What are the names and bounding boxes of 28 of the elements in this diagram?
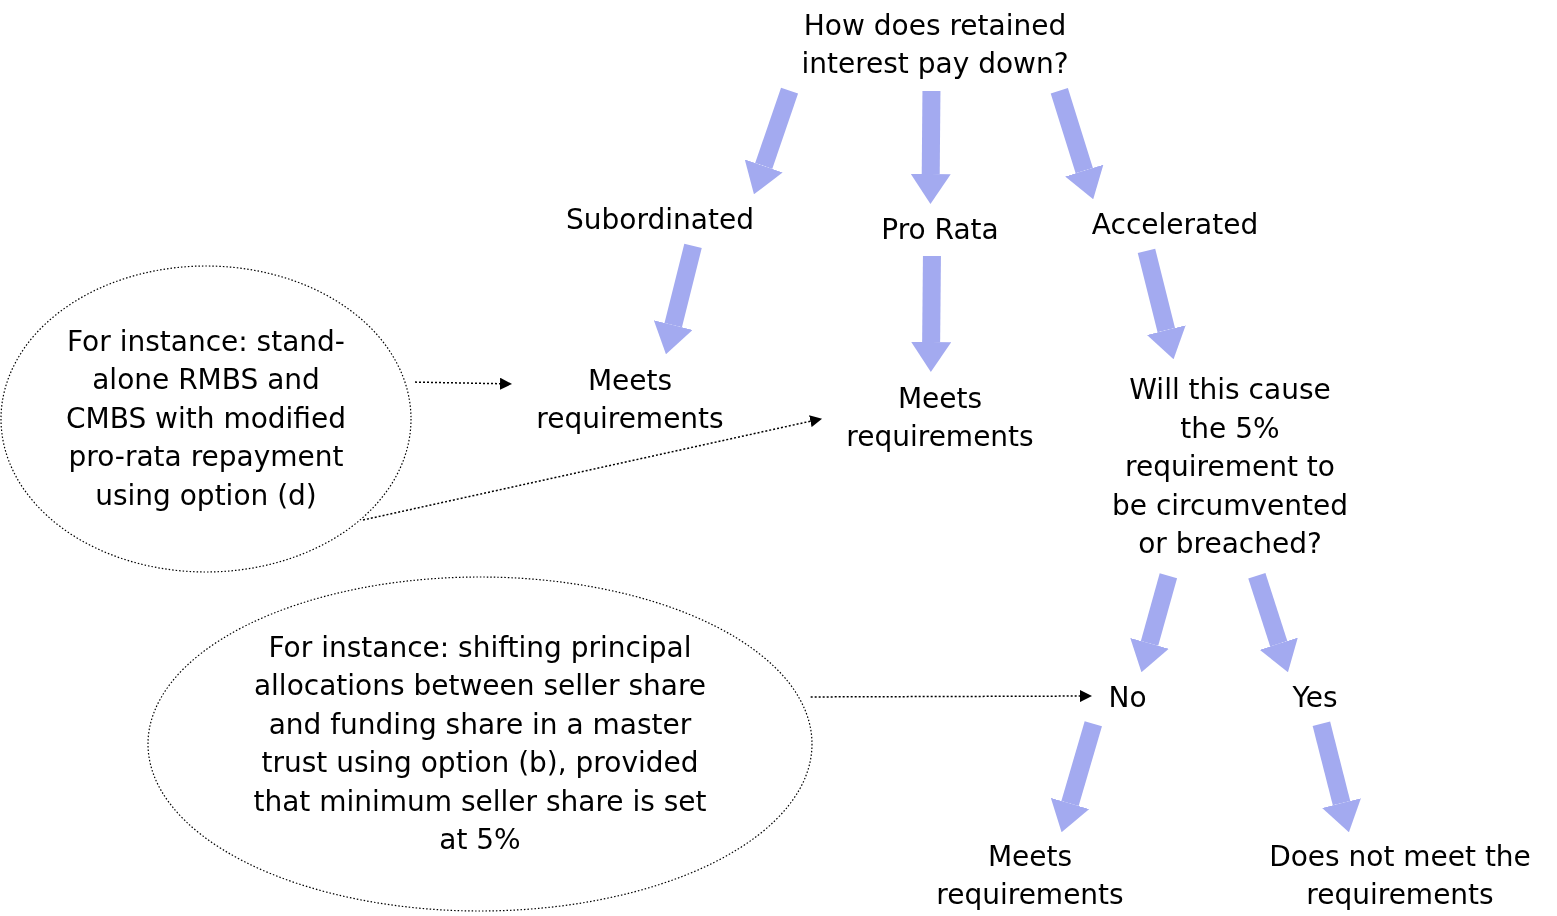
outcome-label: Does not meet the requirements [1245, 838, 1555, 914]
block-arrow [911, 255, 952, 372]
option-label: Subordinated [545, 200, 775, 240]
outcome-label: Meets requirements [825, 378, 1055, 458]
question-text: Will this cause the 5% requirement to be circumvented or breached? [1105, 365, 1355, 570]
block-arrow [1050, 721, 1102, 833]
dotted-arrow [362, 415, 823, 521]
callout-ellipse [147, 576, 813, 912]
block-arrow [910, 90, 951, 204]
question-text: How does retained interest pay down? [760, 5, 1110, 85]
outcome-label: Meets requirements [915, 838, 1145, 914]
callout-text: For instance: stand-alone RMBS and CMBS with modified pro-rata repayment using option (d) [65, 323, 347, 514]
block-arrow [1050, 88, 1104, 200]
dotted-arrow [809, 690, 1092, 703]
option-label: Accelerated [1075, 205, 1275, 245]
answer-label: No [1095, 678, 1160, 718]
block-arrow [1312, 721, 1361, 833]
dotted-arrow [414, 377, 512, 390]
outcome-label: Meets requirements [515, 360, 745, 440]
block-arrow [744, 87, 799, 195]
callout-ellipse [0, 265, 412, 573]
block-arrow [1130, 573, 1178, 673]
option-label: Pro Rata [860, 210, 1020, 250]
block-arrow [653, 243, 702, 355]
callout-text: For instance: shifting principal allocations between seller share and funding share in a master trust using option (b), provided that minimum seller share is set at 5% [252, 629, 708, 858]
answer-label: Yes [1280, 678, 1350, 718]
block-arrow [1137, 248, 1186, 360]
block-arrow [1248, 572, 1298, 673]
